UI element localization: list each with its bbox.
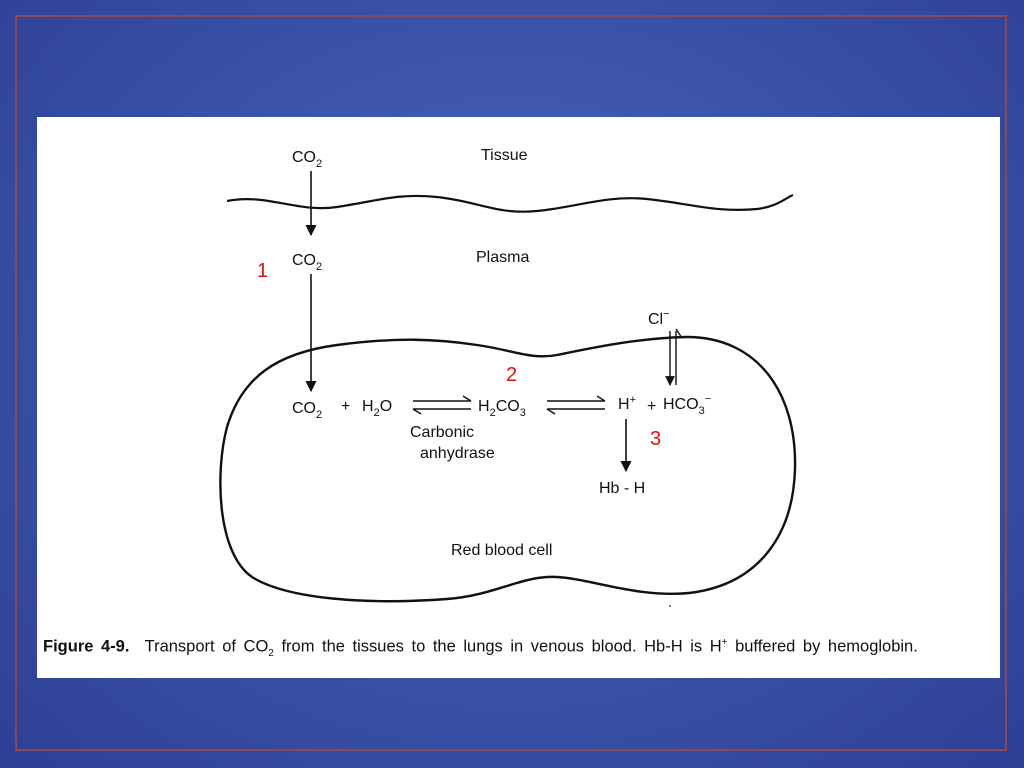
tissue-membrane-line xyxy=(226,193,794,213)
step-3-marker: 3 xyxy=(650,428,661,450)
figure-number: Figure 4-9. xyxy=(43,637,130,656)
equilibrium-arrow-2 xyxy=(546,395,606,415)
tissue-label: Tissue xyxy=(481,147,528,164)
co2-plasma-label: CO2 xyxy=(292,252,322,273)
slide-frame xyxy=(15,15,1007,751)
co2-cell-label: CO2 xyxy=(292,400,322,421)
figure-panel: CO2 Tissue CO2 Plasma 1 Cl− 2 CO2 + H2O … xyxy=(37,117,1000,678)
caption-h-sup: + xyxy=(721,637,728,648)
caption-text-a: Transport of CO xyxy=(144,637,269,656)
enzyme-label-line1: Carbonic xyxy=(410,424,474,441)
hydrogen-ion-label: H+ xyxy=(618,394,636,413)
figure-caption: Figure 4-9. Transport of CO2 from the ti… xyxy=(43,633,979,663)
equilibrium-arrow-1 xyxy=(412,395,472,415)
hb-h-label: Hb - H xyxy=(599,480,645,497)
caption-text-c: buffered by hemoglobin. xyxy=(727,637,918,656)
plus-sign-1: + xyxy=(341,398,350,415)
caption-text-b: from the tissues to the lungs in venous … xyxy=(273,637,722,656)
step-1-marker: 1 xyxy=(257,260,268,282)
enzyme-label-line2: anhydrase xyxy=(420,445,495,462)
carbonic-acid-label: H2CO3 xyxy=(478,398,526,419)
red-blood-cell-outline xyxy=(219,335,797,603)
red-blood-cell-label: Red blood cell xyxy=(451,542,552,559)
chloride-label: Cl− xyxy=(648,308,670,328)
scan-speck xyxy=(669,605,671,607)
chloride-shift-arrow-head xyxy=(675,328,683,339)
step-2-marker: 2 xyxy=(506,364,517,386)
plasma-label: Plasma xyxy=(476,249,529,266)
plus-sign-2: + xyxy=(647,398,656,415)
bicarbonate-label: HCO3− xyxy=(663,393,711,417)
water-label: H2O xyxy=(362,398,392,419)
caption-co2-sub: 2 xyxy=(268,647,274,659)
co2-tissue-label: CO2 xyxy=(292,149,322,170)
co2-transport-diagram: CO2 Tissue CO2 Plasma 1 Cl− 2 CO2 + H2O … xyxy=(219,147,797,607)
